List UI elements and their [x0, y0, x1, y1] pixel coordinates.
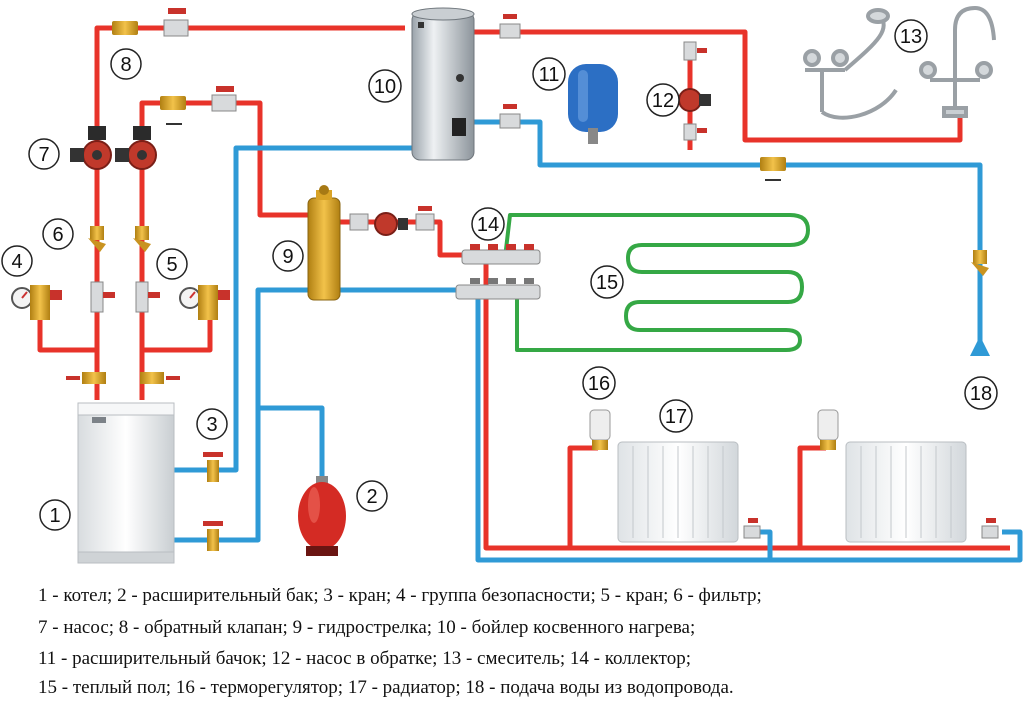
ball-valve-top-right: [211, 86, 237, 112]
heating-scheme-diagram: 1 2 3 4 5 6 7 8 9 10 11 12: [1, 5, 1023, 564]
svg-text:18: 18: [970, 383, 992, 405]
thermostatic-head-1: [589, 409, 611, 450]
pump-left: [70, 126, 112, 170]
valve-heater-bottom: [499, 104, 521, 129]
callout-1: 1: [39, 499, 71, 531]
manifold: [455, 244, 541, 300]
mixer-sink: [919, 5, 996, 118]
svg-text:15: 15: [596, 272, 618, 294]
radiator-2: [845, 441, 999, 543]
legend-line-1: 1 - котел; 2 - расширительный бак; 3 - к…: [38, 585, 762, 606]
check-valve-top-right: [160, 96, 186, 125]
water-inlet-arrow-icon: [970, 336, 990, 356]
filter-right: [133, 226, 151, 252]
indirect-water-heater: [411, 7, 475, 161]
pump-return: [678, 41, 711, 141]
filter-left: [88, 226, 106, 252]
svg-text:14: 14: [477, 214, 499, 236]
water-inlet-filter: [971, 250, 989, 276]
svg-text:9: 9: [282, 246, 293, 268]
callout-15: 15: [590, 265, 624, 299]
valve-boiler-right: [140, 372, 180, 384]
callout-16: 16: [582, 366, 616, 400]
svg-text:16: 16: [588, 373, 610, 395]
callout-9: 9: [272, 240, 304, 272]
valve-boiler-left: [66, 372, 106, 384]
callout-12: 12: [646, 83, 680, 117]
callout-5: 5: [156, 248, 188, 280]
callout-11: 11: [532, 57, 566, 91]
mixer-bath: [803, 8, 898, 120]
callout-4: 4: [1, 245, 33, 277]
callout-3: 3: [196, 408, 228, 440]
svg-text:5: 5: [166, 254, 177, 276]
check-valve-dhw: [760, 157, 786, 181]
legend-line-2: 7 - насос; 8 - обратный клапан; 9 - гидр…: [38, 617, 696, 638]
valve-3-lower: [203, 521, 223, 551]
radiator-1: [617, 441, 761, 543]
legend-line-4: 15 - теплый пол; 16 - терморегулятор; 17…: [38, 677, 734, 698]
svg-text:4: 4: [11, 251, 22, 273]
svg-text:6: 6: [52, 224, 63, 246]
svg-text:10: 10: [374, 76, 396, 98]
callout-18: 18: [964, 376, 998, 410]
svg-text:1: 1: [49, 505, 60, 527]
callout-7: 7: [28, 138, 60, 170]
callout-17: 17: [659, 399, 693, 433]
expansion-tank-water: [568, 64, 618, 144]
svg-text:3: 3: [206, 414, 217, 436]
valve-heater-top: [499, 14, 521, 39]
hydraulic-separator: [307, 185, 341, 301]
pump-right: [115, 126, 157, 170]
callout-6: 6: [42, 218, 74, 250]
svg-text:8: 8: [120, 54, 131, 76]
callout-13: 13: [894, 19, 928, 53]
expansion-tank-heating: [298, 476, 346, 556]
callout-8: 8: [110, 48, 142, 80]
thermostatic-head-2: [817, 409, 839, 450]
safety-group-left: [11, 285, 62, 320]
svg-text:7: 7: [38, 144, 49, 166]
valve-5-left: [90, 281, 115, 313]
callout-2: 2: [356, 480, 388, 512]
svg-text:11: 11: [539, 64, 560, 86]
boiler: [77, 402, 175, 564]
svg-text:17: 17: [665, 406, 687, 428]
svg-text:12: 12: [652, 90, 674, 112]
svg-text:13: 13: [900, 26, 922, 48]
ball-valve-top-left: [163, 8, 189, 37]
legend-line-3: 11 - расширительный бачок; 12 - насос в …: [38, 648, 691, 669]
underfloor-loop: [503, 213, 810, 352]
safety-group-right: [179, 285, 230, 320]
valve-3-upper: [203, 452, 223, 482]
callout-14: 14: [471, 207, 505, 241]
valve-5-right: [135, 281, 160, 313]
pump-underfloor: [349, 206, 435, 236]
callout-10: 10: [368, 69, 402, 103]
check-valve-top-left: [112, 21, 138, 35]
svg-text:2: 2: [366, 486, 377, 508]
